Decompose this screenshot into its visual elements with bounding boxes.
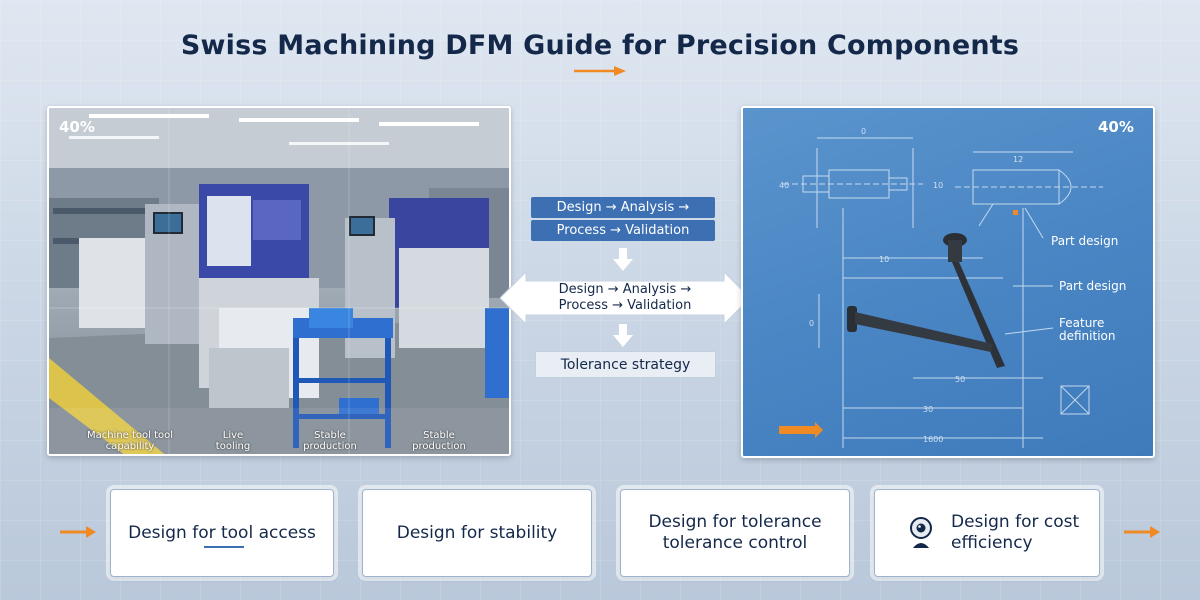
card-stability: Design for stability <box>362 489 592 577</box>
left-orange-arrow-icon <box>60 526 96 538</box>
card-cost-efficiency-label: Design for cost efficiency <box>951 512 1080 553</box>
card-stability-label: Design for stability <box>396 522 558 543</box>
svg-text:10: 10 <box>879 255 889 264</box>
right-percent-label: 40% <box>1098 118 1134 136</box>
blueprint-drawing: 0 40 10 12 10 0 50 30 1600 <box>779 127 1103 448</box>
label-feature-definition: Feature definition <box>1059 316 1116 343</box>
label-part-design-1: Part design <box>1051 234 1119 248</box>
svg-text:30: 30 <box>923 405 933 414</box>
double-arrow-line-2: Process → Validation <box>558 298 692 313</box>
svg-text:0: 0 <box>809 319 814 328</box>
svg-text:0: 0 <box>861 127 866 136</box>
blueprint-panel: 0 40 10 12 10 0 50 30 1600 40% Part desi… <box>741 106 1155 458</box>
svg-text:50: 50 <box>955 375 965 384</box>
card-tool-access-label: Design for tool access <box>128 522 316 543</box>
card-cost-efficiency: Design for cost efficiency <box>874 489 1100 577</box>
card-tool-access: Design for tool access <box>110 489 334 577</box>
caption-stable-production-2: Stable production <box>412 430 466 452</box>
left-percent-label: 40% <box>59 118 95 136</box>
double-arrow-icon <box>500 272 750 324</box>
card-tolerance: Design for tolerance tolerance control <box>620 489 850 577</box>
down-arrow-icon <box>613 248 633 271</box>
webcam-icon <box>910 517 932 548</box>
flow-step-process-validation: Process → Validation <box>531 220 715 241</box>
machine-shop-photo: 40% Machine tool tool capability Live to… <box>47 106 511 456</box>
caption-live-tooling: Live tooling <box>215 430 251 452</box>
machine-shop-illustration <box>49 108 509 454</box>
title-arrow-icon <box>574 66 626 76</box>
card-tolerance-label: Design for tolerance tolerance control <box>648 512 822 553</box>
flow-step-design-analysis: Design → Analysis → <box>531 197 715 218</box>
card-tool-access-underline <box>204 546 244 548</box>
tolerance-strategy-box: Tolerance strategy <box>535 351 716 378</box>
right-orange-arrow-icon <box>1124 526 1160 538</box>
down-arrow-icon <box>613 324 633 347</box>
page-title: Swiss Machining DFM Guide for Precision … <box>180 30 1020 61</box>
svg-text:40: 40 <box>779 181 789 190</box>
svg-text:12: 12 <box>1013 155 1023 164</box>
double-arrow-text: Design → Analysis → Process → Validation <box>540 282 710 314</box>
label-part-design-2: Part design <box>1059 279 1127 293</box>
caption-machine-tool: Machine tool tool capability <box>86 430 174 452</box>
caption-stable-production-1: Stable production <box>303 430 357 452</box>
svg-text:10: 10 <box>933 181 943 190</box>
double-arrow-line-1: Design → Analysis → <box>558 282 692 297</box>
machined-pin-drawing <box>847 233 1005 368</box>
svg-text:1600: 1600 <box>923 435 943 444</box>
